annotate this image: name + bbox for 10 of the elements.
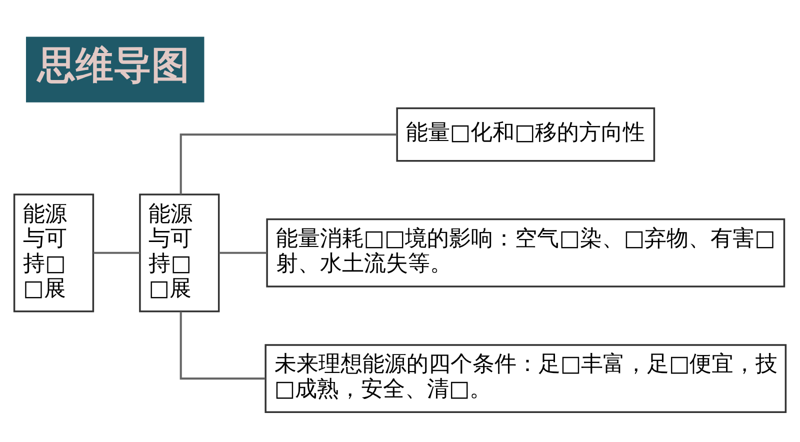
connector	[180, 311, 266, 380]
node-box: 能源与可持□□展	[13, 193, 94, 312]
connector	[219, 251, 267, 254]
connector	[94, 251, 140, 254]
node-box: 未来理想能源的四个条件：足□丰富，足□便宜，技□成熟，安全、清□。	[264, 344, 787, 413]
node-box: 能源与可持□□展	[139, 193, 220, 312]
node-box: 能量消耗□□境的影响：空气□染、□弃物、有害□射、水土流失等。	[266, 218, 786, 287]
diagram-title: 思维导图	[38, 42, 190, 87]
node-box: 能量□化和□移的方向性	[396, 106, 656, 162]
connector	[180, 133, 397, 194]
